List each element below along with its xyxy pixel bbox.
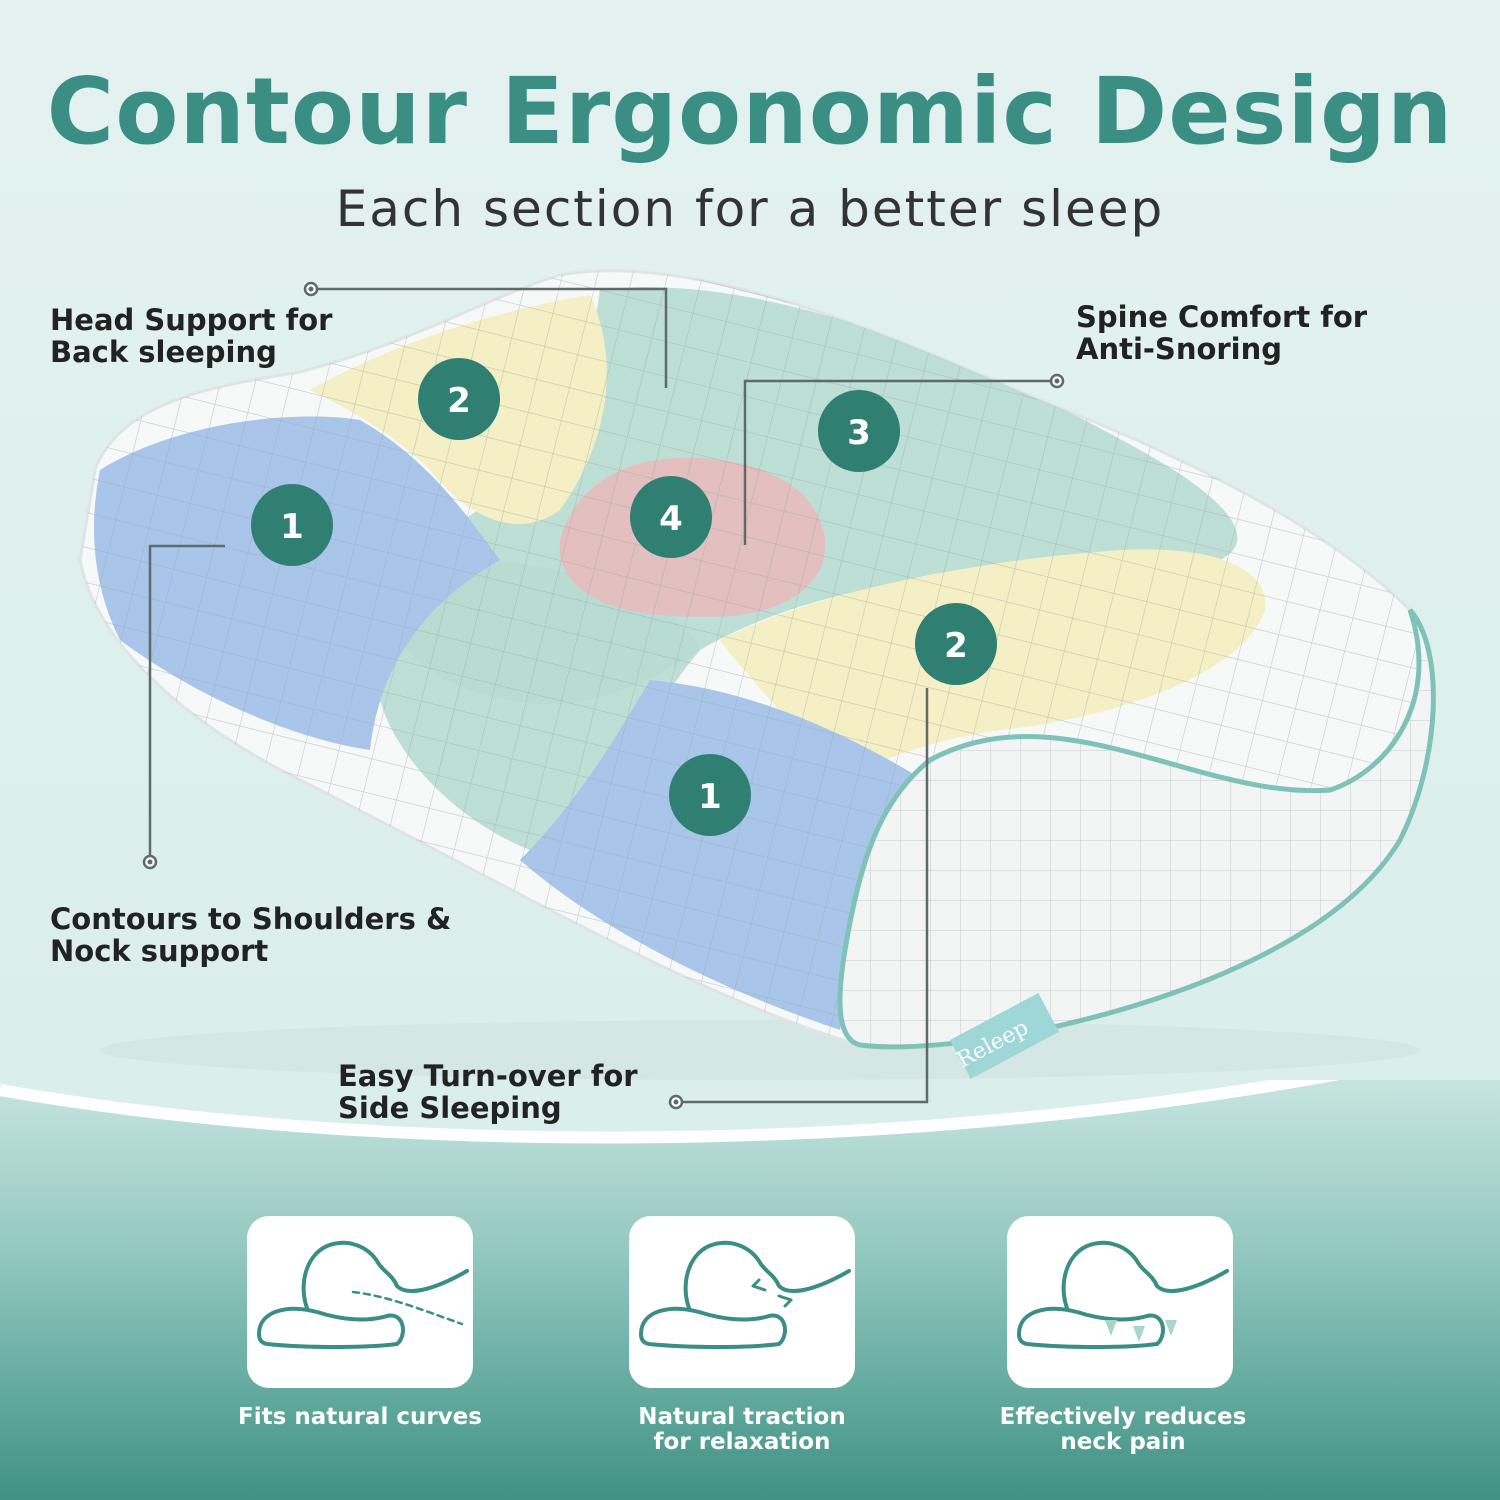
leader-lines [148, 287, 1057, 1104]
feature-caption-curves: Fits natural curves [200, 1405, 520, 1430]
feature-caption-pressure: Effectively reduces neck pain [963, 1405, 1283, 1455]
callout-line: Spine Comfort for [1076, 300, 1368, 334]
callout-line: Anti-Snoring [1076, 332, 1283, 366]
zone-number: 3 [847, 413, 871, 453]
pillow-pressure-icon [1016, 1240, 1229, 1349]
callout-line: Head Support for [50, 303, 333, 337]
pillow-shadow [100, 1020, 1420, 1080]
callout-shoulders: Contours to Shoulders & Nock support [50, 903, 451, 967]
zone-badge-4 [630, 476, 712, 558]
brand-tag [950, 993, 1059, 1079]
callout-spine-comfort: Spine Comfort for Anti-Snoring [1076, 301, 1367, 365]
leader-line-head [311, 287, 668, 388]
callout-turn-over: Easy Turn-over for Side Sleeping [338, 1060, 638, 1124]
zone-badge-2-top [418, 358, 500, 440]
feature-card-curves [247, 1216, 473, 1388]
feature-card-pressure [1007, 1216, 1233, 1388]
zone-badge-3 [818, 390, 900, 472]
caption-line: Effectively reduces [999, 1404, 1247, 1430]
caption-line: neck pain [1060, 1429, 1186, 1455]
callout-line: Side Sleeping [338, 1091, 562, 1125]
callout-head-support: Head Support for Back sleeping [50, 304, 332, 368]
pillow-curve-icon [256, 1240, 469, 1349]
leader-line-shoulders [148, 544, 225, 862]
callout-line: Back sleeping [50, 335, 277, 369]
page-title: Contour Ergonomic Design [46, 58, 1454, 165]
callout-line: Easy Turn-over for [338, 1059, 638, 1093]
caption-line: for relaxation [653, 1429, 831, 1455]
pillow-side-quilt [840, 610, 1434, 1047]
feature-caption-traction: Natural traction for relaxation [582, 1405, 902, 1455]
leader-line-turnover [676, 688, 929, 1104]
feature-card-traction [629, 1216, 855, 1388]
caption-line: Natural traction [638, 1404, 846, 1430]
zone-number: 2 [944, 626, 968, 666]
zone-badges [251, 358, 997, 836]
zone-number: 1 [698, 777, 722, 817]
zone-badge-2-right [915, 603, 997, 685]
zone-badge-1-left [251, 484, 333, 566]
caption-line: Fits natural curves [238, 1404, 482, 1430]
callout-line: Nock support [50, 934, 269, 968]
page-subtitle: Each section for a better sleep [335, 180, 1165, 238]
zone-number: 1 [280, 507, 304, 547]
leader-line-spine [743, 379, 1057, 545]
pillow-traction-icon [638, 1240, 851, 1349]
zone-number: 4 [659, 499, 683, 539]
zone-badge-1-bottom [669, 754, 751, 836]
callout-line: Contours to Shoulders & [50, 902, 452, 936]
zone-number: 2 [447, 381, 471, 421]
